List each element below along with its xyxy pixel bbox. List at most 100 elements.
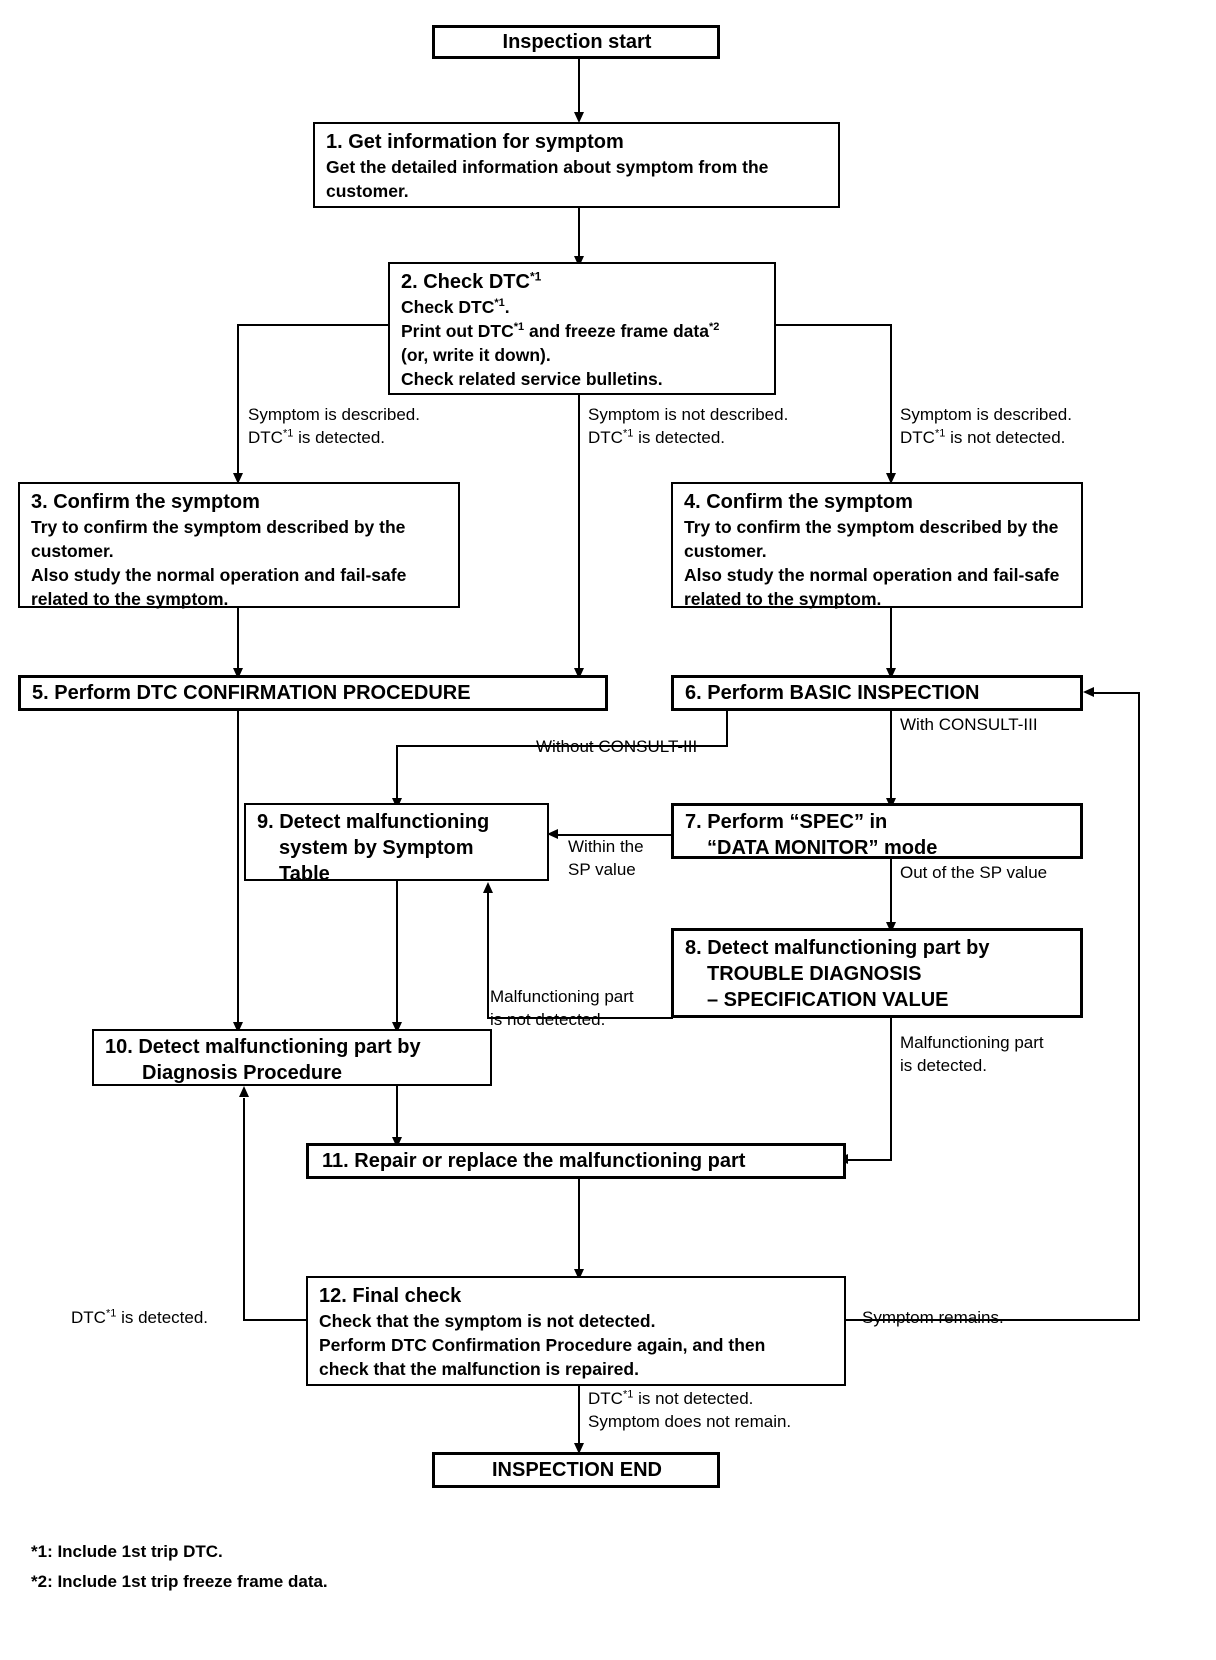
node-3-line-3: Also study the normal operation and fail…: [31, 565, 407, 585]
node-4-line-4: related to the symptom.: [684, 589, 882, 609]
node-1-get-information[interactable]: 1. Get information for symptom Get the d…: [313, 122, 840, 208]
edge-6-to-7: [890, 711, 892, 805]
label-with-consult: With CONSULT-III: [900, 715, 1038, 734]
arrowhead-8-not-detected-to-9: [483, 882, 493, 893]
node-2-line-4: Check related service bulletins.: [401, 369, 663, 389]
label-part-detected: Malfunctioning part is detected.: [900, 1031, 1044, 1077]
footnote-1: *1: Include 1st trip DTC.: [31, 1542, 223, 1561]
label-branch-left-line-2: DTC*1 is detected.: [248, 427, 386, 447]
node-11-repair-or-replace[interactable]: 11. Repair or replace the malfunctioning…: [306, 1143, 846, 1179]
node-2-line-1: Check DTC*1.: [401, 297, 510, 317]
edge-12-symptom-remains-up: [1138, 692, 1140, 1321]
label-final-ok-line-1: DTC*1 is not detected.: [588, 1388, 754, 1408]
edge-11-to-12: [578, 1179, 580, 1276]
node-6-title: 6. Perform BASIC INSPECTION: [685, 681, 980, 704]
node-1-title: 1. Get information for symptom: [326, 131, 624, 153]
node-inspection-end[interactable]: INSPECTION END: [432, 1452, 720, 1488]
node-12-line-1: Check that the symptom is not detected.: [319, 1311, 656, 1331]
edge-2-branch-bus-left: [237, 324, 390, 326]
node-inspection-start[interactable]: Inspection start: [432, 25, 720, 59]
node-7-line-2: “DATA MONITOR” mode: [707, 837, 938, 859]
node-9-symptom-table[interactable]: 9. Detect malfunctioning system by Sympt…: [244, 803, 549, 885]
edge-4-to-6: [890, 608, 892, 675]
node-6-basic-inspection[interactable]: 6. Perform BASIC INSPECTION: [671, 675, 1083, 711]
label-symptom-remains: Symptom remains.: [862, 1308, 1004, 1327]
node-5-dtc-confirmation-procedure[interactable]: 5. Perform DTC CONFIRMATION PROCEDURE: [18, 675, 608, 711]
edge-12-dtc-detected-across: [243, 1319, 308, 1321]
node-10-diagnosis-procedure[interactable]: 10. Detect malfunctioning part by Diagno…: [92, 1029, 492, 1086]
node-10-line-1: 10. Detect malfunctioning part by: [105, 1036, 421, 1058]
label-within-sp-line-1: Within the: [568, 837, 644, 856]
label-within-sp: Within the SP value: [568, 835, 644, 881]
label-part-not-detected-line-2: is not detected.: [490, 1010, 606, 1029]
edge-7-to-9: [558, 834, 673, 836]
edge-12-dtc-detected-up: [243, 1098, 245, 1320]
node-4-line-3: Also study the normal operation and fail…: [684, 565, 1060, 585]
arrowhead-7-to-8: [886, 922, 896, 933]
edge-1-to-2: [578, 208, 580, 262]
node-2-line-2: Print out DTC*1 and freeze frame data*2: [401, 321, 720, 341]
node-4-line-2: customer.: [684, 541, 767, 561]
node-12-title: 12. Final check: [319, 1285, 462, 1307]
node-9-line-2: system by Symptom: [279, 837, 474, 859]
node-7-spec-data-monitor[interactable]: 7. Perform “SPEC” in “DATA MONITOR” mode: [671, 803, 1083, 859]
node-3-line-1: Try to confirm the symptom described by …: [31, 517, 406, 537]
label-branch-mid-line-2: DTC*1 is detected.: [588, 427, 726, 447]
node-8-line-1: 8. Detect malfunctioning part by: [685, 937, 990, 959]
label-branch-right-line-1: Symptom is described.: [900, 405, 1072, 424]
node-2-check-dtc[interactable]: 2. Check DTC*1 Check DTC*1. Print out DT…: [388, 262, 776, 395]
arrowhead-5-to-10: [233, 1022, 243, 1033]
edge-6-without-consult-across: [396, 745, 728, 747]
arrowhead-start-to-1: [574, 112, 584, 123]
label-part-detected-line-1: Malfunctioning part: [900, 1033, 1044, 1052]
node-11-title: 11. Repair or replace the malfunctioning…: [322, 1149, 746, 1172]
node-2-title: 2. Check DTC*1: [401, 269, 542, 293]
label-branch-right-line-2: DTC*1 is not detected.: [900, 427, 1066, 447]
footnote-2: *2: Include 1st trip freeze frame data.: [31, 1572, 328, 1591]
node-1-line-2: customer.: [326, 181, 409, 201]
node-9-line-3: Table: [279, 863, 330, 885]
node-4-title: 4. Confirm the symptom: [684, 491, 913, 513]
label-branch-right: Symptom is described. DTC*1 is not detec…: [900, 403, 1072, 449]
label-branch-mid-line-1: Symptom is not described.: [588, 405, 789, 424]
node-2-line-3: (or, write it down).: [401, 345, 551, 365]
edge-8-not-detected-up: [487, 893, 489, 1018]
node-1-line-1: Get the detailed information about sympt…: [326, 157, 769, 177]
edge-7-to-8: [890, 859, 892, 929]
label-out-of-sp: Out of the SP value: [900, 863, 1048, 882]
node-5-title: 5. Perform DTC CONFIRMATION PROCEDURE: [32, 681, 471, 704]
label-branch-left-line-1: Symptom is described.: [248, 405, 420, 424]
edge-2-to-3: [237, 324, 239, 479]
label-part-not-detected-line-1: Malfunctioning part: [490, 987, 634, 1006]
node-10-line-2: Diagnosis Procedure: [142, 1062, 343, 1084]
node-inspection-end-label: INSPECTION END: [491, 1458, 663, 1481]
node-9-line-1: 9. Detect malfunctioning: [257, 811, 490, 833]
node-3-line-2: customer.: [31, 541, 114, 561]
edge-2-to-4: [890, 324, 892, 479]
label-branch-left: Symptom is described. DTC*1 is detected.: [248, 403, 420, 449]
node-8-trouble-diagnosis-spec-value[interactable]: 8. Detect malfunctioning part by TROUBLE…: [671, 928, 1083, 1018]
edge-9-to-10: [396, 881, 398, 1029]
arrowhead-2-to-3: [233, 473, 243, 484]
arrowhead-7-to-9: [547, 829, 558, 839]
label-dtc-detected: DTC*1 is detected.: [71, 1307, 209, 1327]
node-4-confirm-symptom[interactable]: 4. Confirm the symptom Try to confirm th…: [671, 482, 1083, 609]
arrowhead-4-to-6: [886, 668, 896, 679]
arrowhead-symptom-remains-to-6: [1083, 687, 1094, 697]
edge-2-to-5: [578, 395, 580, 675]
node-7-line-1: 7. Perform “SPEC” in: [685, 811, 888, 833]
node-3-confirm-symptom[interactable]: 3. Confirm the symptom Try to confirm th…: [18, 482, 460, 609]
label-final-ok-line-2: Symptom does not remain.: [588, 1412, 792, 1431]
edge-5-down: [237, 711, 239, 1029]
arrowhead-10-to-11: [392, 1137, 402, 1148]
arrowhead-2-to-5: [574, 668, 584, 679]
edge-start-to-1: [578, 59, 580, 115]
edge-6-without-consult-to-9: [396, 745, 398, 805]
arrowhead-9-to-10: [392, 1022, 402, 1033]
node-8-line-3: – SPECIFICATION VALUE: [707, 989, 949, 1011]
edge-8-detected-down: [890, 1018, 892, 1160]
node-3-title: 3. Confirm the symptom: [31, 491, 260, 513]
label-without-consult: Without CONSULT-III: [536, 737, 698, 756]
node-12-final-check[interactable]: 12. Final check Check that the symptom i…: [306, 1276, 846, 1386]
